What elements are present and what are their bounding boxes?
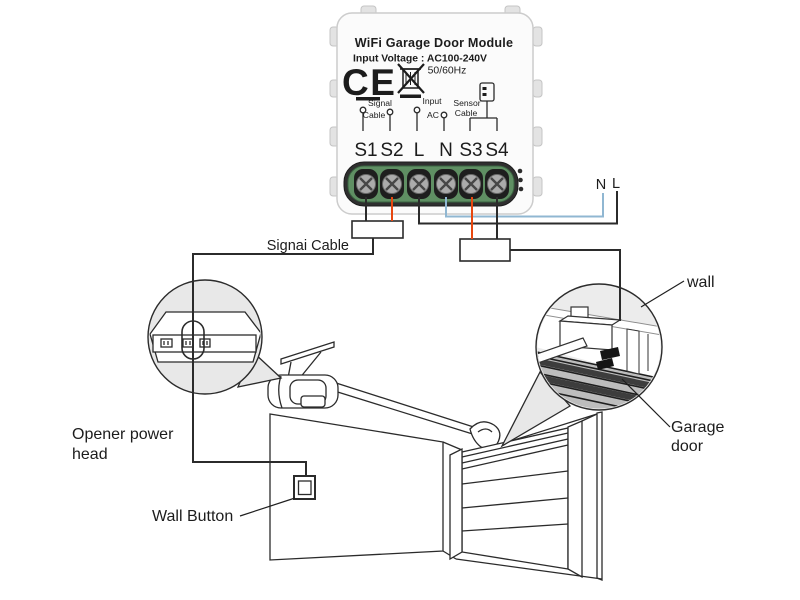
terminal-label-s1: S1 — [354, 140, 377, 161]
sensor-bracket-lines — [469, 101, 498, 131]
wall-button-leader-line — [239, 497, 296, 517]
opener-head-detail — [149, 311, 261, 363]
pin-label-sensor: Sensor — [453, 98, 480, 108]
pin-lines — [416, 113, 445, 131]
garage-drawing — [267, 341, 603, 581]
opener-power-head-label: Opener power — [72, 426, 174, 443]
wires — [192, 191, 621, 476]
module-title: WiFi Garage Door Module — [355, 36, 513, 50]
screw-terminal-icon — [380, 169, 404, 199]
garage-floor-line — [455, 558, 603, 580]
door-panel-lines — [461, 470, 569, 532]
status-led-dots — [517, 168, 524, 192]
door-curl-inner — [477, 428, 493, 433]
garage-door-label: Garage — [671, 419, 724, 436]
terminal-block — [343, 161, 524, 207]
sensor-arm — [537, 337, 588, 366]
wire-signal-cable-run — [192, 238, 374, 476]
neutral-label: N — [596, 177, 606, 193]
pin-label-signal: Signal — [368, 98, 392, 108]
pin-label-input: Input — [422, 96, 442, 106]
door-far-jamb — [596, 411, 603, 581]
door-jamb-post — [626, 328, 640, 375]
pin-circle-icon — [386, 108, 394, 116]
screw-terminal-icon — [434, 169, 458, 199]
garage-door-label-line2: door — [671, 438, 704, 455]
terminal-label-n: N — [439, 140, 453, 161]
sensor-bracket — [537, 306, 622, 366]
screw-terminal-icon — [459, 169, 483, 199]
pin-circle-icon — [413, 106, 421, 114]
wire-sensor-cable-run — [510, 249, 621, 321]
screw-terminal-icon — [354, 169, 378, 199]
opener-mount-bracket — [280, 341, 335, 380]
door-top-grooves — [461, 432, 569, 470]
screw-terminal-icon — [407, 169, 431, 199]
signal-cable-connector-box — [351, 220, 404, 239]
pin-label-sensor-cable: Cable — [455, 108, 478, 118]
garage-door-leader-line — [621, 378, 671, 428]
sensor-cable-pin-group: Sensor Cable — [453, 82, 498, 131]
jamb-top-line — [581, 413, 598, 422]
module-frequency: 50/60Hz — [428, 66, 467, 77]
screw-terminal-icon — [485, 169, 509, 199]
signal-cable-pin-group: Signal Cable — [359, 98, 394, 131]
signal-cable-label: Signai Cable — [267, 238, 349, 254]
wall-label: wall — [686, 274, 715, 291]
screw-terminals — [354, 169, 509, 199]
pin-circle-icon — [359, 106, 367, 114]
mounting-tab — [532, 26, 543, 47]
pin-label-input-ac: AC — [427, 110, 439, 120]
terminal-label-l: L — [414, 140, 425, 161]
door-sensor-icon — [596, 347, 620, 370]
wall-button-label: Wall Button — [152, 508, 233, 525]
header-line — [442, 441, 463, 451]
terminal-label-s2: S2 — [380, 140, 403, 161]
live-label: L — [612, 176, 620, 192]
pin-label-signal-cable: Cable — [363, 110, 386, 120]
mounting-tab — [532, 79, 543, 98]
wire-live-black — [418, 191, 618, 225]
module-voltage: Input Voltage : AC100-240V — [353, 54, 487, 65]
terminal-label-s4: S4 — [485, 140, 509, 161]
opener-rail — [327, 381, 484, 437]
sensor-cable-connector-box — [459, 238, 511, 262]
wire-neutral-blue — [445, 193, 604, 218]
opener-unit — [267, 374, 339, 409]
wall-leader-line — [640, 280, 685, 308]
mounting-tab — [532, 126, 543, 147]
terminal-label-s3: S3 — [459, 140, 482, 161]
door-right-post — [567, 420, 583, 579]
mounting-tab — [532, 176, 543, 197]
garage-door-module: WiFi Garage Door Module Input Voltage : … — [329, 5, 543, 215]
opener-power-head-label-line2: head — [72, 446, 108, 463]
pin-circle-icon — [440, 111, 448, 119]
callout-sensor-circle — [500, 283, 663, 448]
callout-opener-circle — [147, 279, 283, 395]
weee-bin-icon — [397, 63, 425, 98]
wall-button — [293, 475, 316, 500]
door-left-jamb — [449, 447, 463, 561]
svg-text:CE: CE — [342, 62, 396, 103]
ce-mark-icon: CE — [342, 62, 396, 103]
pin-lines — [362, 113, 391, 131]
input-ac-pin-group: Input AC — [413, 96, 448, 131]
terminal-labels: S1 S2 L N S3 S4 — [354, 140, 509, 161]
